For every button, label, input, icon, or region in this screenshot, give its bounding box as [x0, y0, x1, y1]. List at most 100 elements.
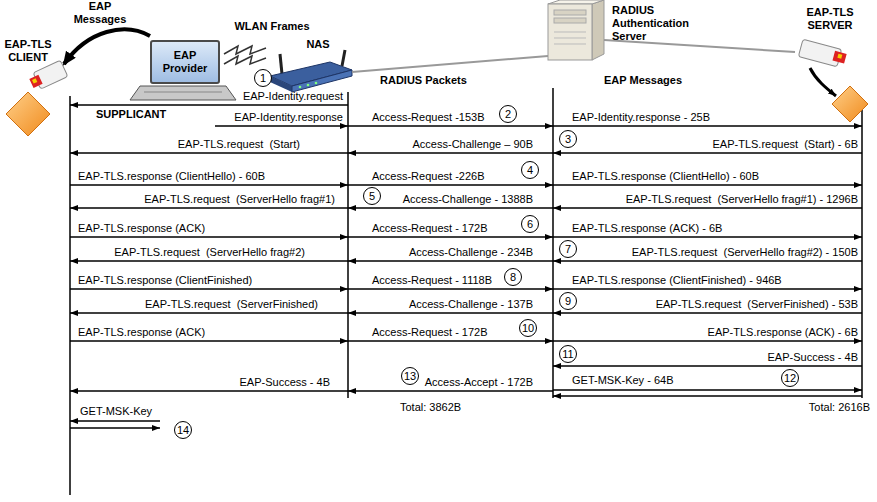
message-arrow [348, 207, 553, 209]
message-arrow [70, 104, 348, 106]
message-label: EAP-TLS.request (ServerHello frag#1) [144, 193, 335, 206]
message-label: Access-Request -153B [372, 111, 485, 124]
callout-number: 7 [559, 240, 577, 258]
callout-number: 2 [499, 105, 517, 123]
callout-number: 8 [504, 268, 522, 286]
lifelines [70, 88, 862, 495]
message-label: EAP-TLS.request (ServerHello frag#2) - 1… [632, 246, 858, 259]
message-label: Access-Challenge – 90B [413, 138, 533, 151]
message-label: Access-Challenge - 1388B [403, 193, 533, 206]
participant-label: WLAN Frames [230, 20, 314, 33]
message-label: EAP-TLS.request (Start) [178, 138, 300, 151]
message-arrow [348, 340, 553, 342]
server-tower [548, 4, 592, 60]
client-device [29, 75, 42, 88]
message-arrow [70, 260, 348, 262]
callout-number: 12 [781, 369, 799, 387]
wlan-lightning [224, 56, 266, 64]
participant-label: NAS [298, 38, 338, 51]
message-label: EAP-TLS.request (ServerFinished) [145, 298, 318, 311]
laptop-screen: EAP Provider [150, 40, 220, 84]
server-device [798, 39, 868, 122]
router [280, 54, 282, 74]
message-label: Access-Request - 172B [372, 326, 488, 339]
message-label: Access-Request -226B [372, 170, 485, 183]
laptop-base [144, 92, 222, 93]
laptop-base [130, 86, 236, 100]
message-arrow [70, 152, 348, 154]
message-label: EAP-TLS.request (ServerHello frag#1) - 1… [626, 193, 858, 206]
server-device [810, 68, 836, 96]
message-label: EAP-Identity.response - 25B [572, 111, 710, 124]
message-label: EAP-TLS.response (ClientHello) - 60B [572, 170, 759, 183]
message-label: Access-Challenge - 234B [409, 246, 533, 259]
lifelines [861, 104, 863, 398]
wlan-lightning [224, 46, 266, 54]
message-arrow [215, 125, 348, 127]
message-label: GET-MSK-Key [80, 405, 152, 418]
node-text: EAP Provider [152, 49, 218, 75]
message-arrow [553, 340, 862, 342]
message-arrow [70, 340, 348, 342]
message-arrow [70, 207, 348, 209]
message-arrow [348, 288, 553, 290]
message-arrow [348, 260, 553, 262]
callout-number: 11 [559, 345, 577, 363]
router [342, 50, 345, 66]
message-arrow [70, 184, 348, 186]
message-label: EAP-TLS.request (ServerFinished) - 53B [656, 298, 858, 311]
message-arrow [70, 420, 160, 422]
message-label: EAP-TLS.response (ACK) - 6B [708, 326, 858, 339]
message-label: EAP-Success - 4B [768, 351, 858, 364]
message-arrow [70, 236, 348, 238]
message-label: Access-Request - 172B [372, 222, 488, 235]
message-arrow [348, 184, 553, 186]
participant-label: SUPPLICANT [96, 108, 166, 121]
client-device [32, 78, 37, 83]
participant-label: EAP Messages [604, 74, 682, 87]
lifelines [69, 96, 71, 495]
message-arrow [348, 152, 553, 154]
message-label: EAP-TLS.response (ClientFinished) [78, 274, 252, 287]
message-arrow [553, 236, 862, 238]
server-device [832, 51, 846, 64]
message-arrow [70, 390, 348, 392]
client-device [6, 92, 50, 136]
message-arrow [70, 312, 348, 314]
callout-number: 3 [559, 130, 577, 148]
message-arrow [553, 260, 862, 262]
message-label: Access-Request - 1118B [372, 274, 492, 287]
wire [352, 56, 548, 72]
lifelines [552, 88, 554, 398]
message-label: Total: 3862B [400, 401, 461, 414]
server-tower [554, 32, 586, 33]
message-label: GET-MSK-Key - 64B [572, 374, 673, 387]
participant-label: RADIUS Authentication Server [612, 4, 707, 43]
message-arrow [553, 288, 862, 290]
message-arrow [70, 427, 160, 429]
message-arrow [553, 389, 862, 391]
message-arrow [348, 236, 553, 238]
message-label: Access-Challenge - 137B [409, 298, 533, 311]
callout-number: 5 [363, 187, 381, 205]
message-arrow [553, 312, 862, 314]
server-tower [592, 0, 604, 60]
message-label: EAP-Identity.request [243, 90, 343, 103]
client-device [28, 60, 68, 92]
message-label: Access-Accept - 172B [425, 376, 533, 389]
message-arrow [70, 288, 348, 290]
router [270, 50, 352, 92]
message-arrow [553, 365, 862, 367]
message-arrow [553, 395, 862, 397]
router [307, 84, 310, 87]
router [315, 82, 318, 85]
message-label: EAP-Identity.response [234, 111, 343, 124]
router [292, 70, 352, 92]
callout-number: 14 [174, 421, 192, 439]
server-tower [554, 44, 586, 45]
participant-label: EAP-TLS CLIENT [0, 38, 56, 64]
callout-number: 13 [401, 367, 419, 385]
message-arrow [348, 125, 553, 127]
message-label: EAP-TLS.response (ACK) - 6B [572, 222, 722, 235]
message-label: EAP-TLS.request (Start) - 6B [713, 138, 859, 151]
